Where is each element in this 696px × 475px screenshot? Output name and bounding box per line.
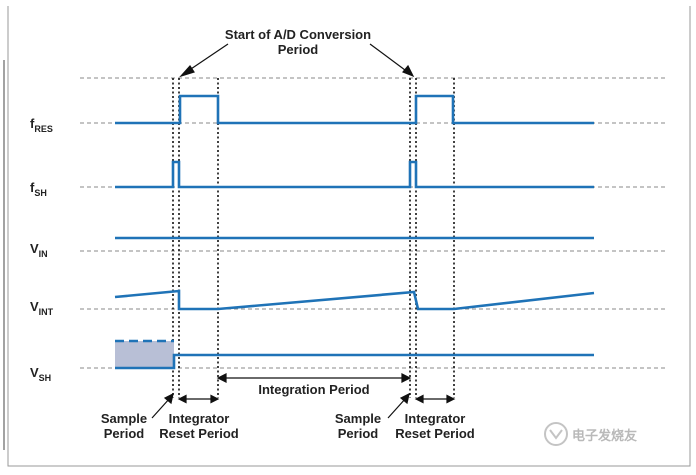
frame <box>7 6 691 467</box>
watermark-text: 电子发烧友 <box>572 428 637 444</box>
vsh-waveform <box>115 339 594 370</box>
watermark-logo-icon <box>544 422 568 446</box>
fres-waveform <box>115 94 594 125</box>
label-vin: VIN <box>30 241 48 259</box>
watermark: 电子发烧友 <box>544 422 637 446</box>
sample-pointer-1 <box>151 397 171 419</box>
sample-pointers <box>151 392 410 419</box>
title-arrow-right <box>369 43 410 74</box>
sample-period-2-line1: Sample <box>335 411 381 426</box>
integrator-reset-2-line1: Integrator <box>405 411 466 426</box>
sample-pointer-2 <box>387 397 407 419</box>
title-line1: Start of A/D Conversion <box>225 27 371 42</box>
sample-period-2-line2: Period <box>338 426 379 441</box>
arrowhead <box>177 394 187 404</box>
label-vint: VINT <box>30 299 54 317</box>
signals <box>114 94 595 311</box>
vsh-shade <box>115 341 174 368</box>
integrator-reset-2-line2: Reset Period <box>395 426 475 441</box>
integration-period-label: Integration Period <box>258 382 369 397</box>
title-line2: Period <box>278 42 319 57</box>
arrowhead <box>163 392 174 405</box>
title-arrows <box>179 43 415 78</box>
label-fsh: fSH <box>30 180 47 198</box>
integration-period-arrow <box>216 373 412 383</box>
arrowhead <box>179 65 195 78</box>
arrowhead <box>414 394 424 404</box>
fsh-waveform <box>115 160 594 189</box>
label-vsh: VSH <box>30 365 51 383</box>
integrator-reset-1-line1: Integrator <box>169 411 230 426</box>
vint-waveform <box>114 289 595 311</box>
title-arrow-left <box>184 43 229 74</box>
reset-period-arrows <box>177 394 456 404</box>
arrowhead <box>210 394 220 404</box>
arrowhead <box>216 373 227 383</box>
guide-lines <box>80 77 668 369</box>
arrowhead <box>401 373 412 383</box>
arrowhead <box>402 64 415 78</box>
sample-period-1-line2: Period <box>104 426 145 441</box>
watermark-logo-mark <box>549 429 563 440</box>
label-fres: fRES <box>30 116 53 134</box>
arrowhead <box>399 392 410 405</box>
integrator-reset-1-line2: Reset Period <box>159 426 239 441</box>
vsh-line <box>115 353 594 370</box>
sample-period-1-line1: Sample <box>101 411 147 426</box>
arrowhead <box>446 394 456 404</box>
